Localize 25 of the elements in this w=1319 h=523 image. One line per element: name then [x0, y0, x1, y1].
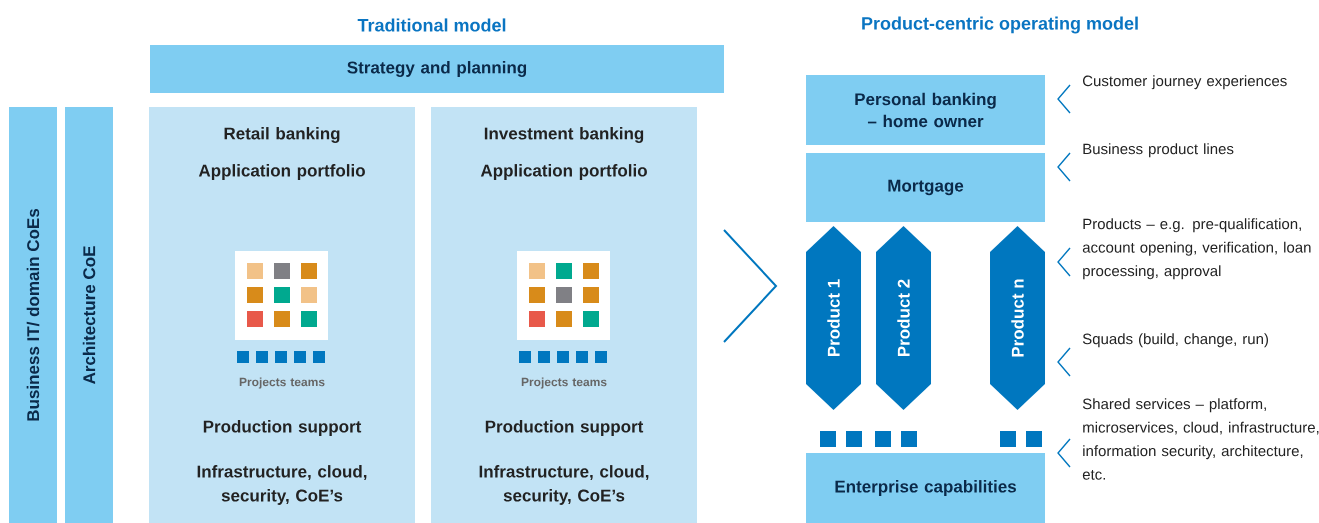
banner-box: Personal banking – home owner — [806, 75, 1045, 145]
product-hexagon: Product 2 — [876, 226, 931, 410]
panel-heading: Application portfolio — [198, 164, 365, 180]
team-caption: Projects teams — [521, 377, 607, 389]
annotation-text: Shared services – platform, microservices, cloud, infrastructure, information security, architecture, etc. — [1082, 398, 1319, 480]
annotation-text: Squads (build, change, run) — [1082, 333, 1268, 348]
banner-box: Strategy and planning — [150, 45, 724, 93]
panel-heading: Investment banking — [484, 127, 644, 143]
product-hexagon: Product n — [990, 226, 1045, 410]
annotation-text: Business product lines — [1083, 143, 1234, 158]
banner-box: Mortgage — [806, 153, 1045, 222]
team-caption: Projects teams — [239, 377, 325, 389]
panel-heading: Production support — [203, 420, 362, 436]
panel-heading: Retail banking — [224, 127, 340, 143]
panel-heading: Production support — [485, 420, 644, 436]
annotation-text: Customer journey experiences — [1083, 75, 1287, 90]
product-hexagon: Product 1 — [806, 226, 861, 410]
banner-box: Enterprise capabilities — [806, 453, 1045, 523]
panel-heading: Application portfolio — [480, 164, 647, 180]
panel-text: Infrastructure, cloud, security, CoE’s — [479, 465, 649, 505]
vertical-bar: Architecture CoE — [65, 107, 113, 523]
annotation-text: Products – e.g. pre-qualification, account opening, verification, loan processing, approval — [1082, 218, 1311, 280]
section-heading: Product-centric operating model — [862, 16, 1138, 34]
panel-text: Infrastructure, cloud, security, CoE’s — [197, 465, 367, 505]
vertical-bar: Business IT/ domain CoEs — [9, 107, 57, 523]
